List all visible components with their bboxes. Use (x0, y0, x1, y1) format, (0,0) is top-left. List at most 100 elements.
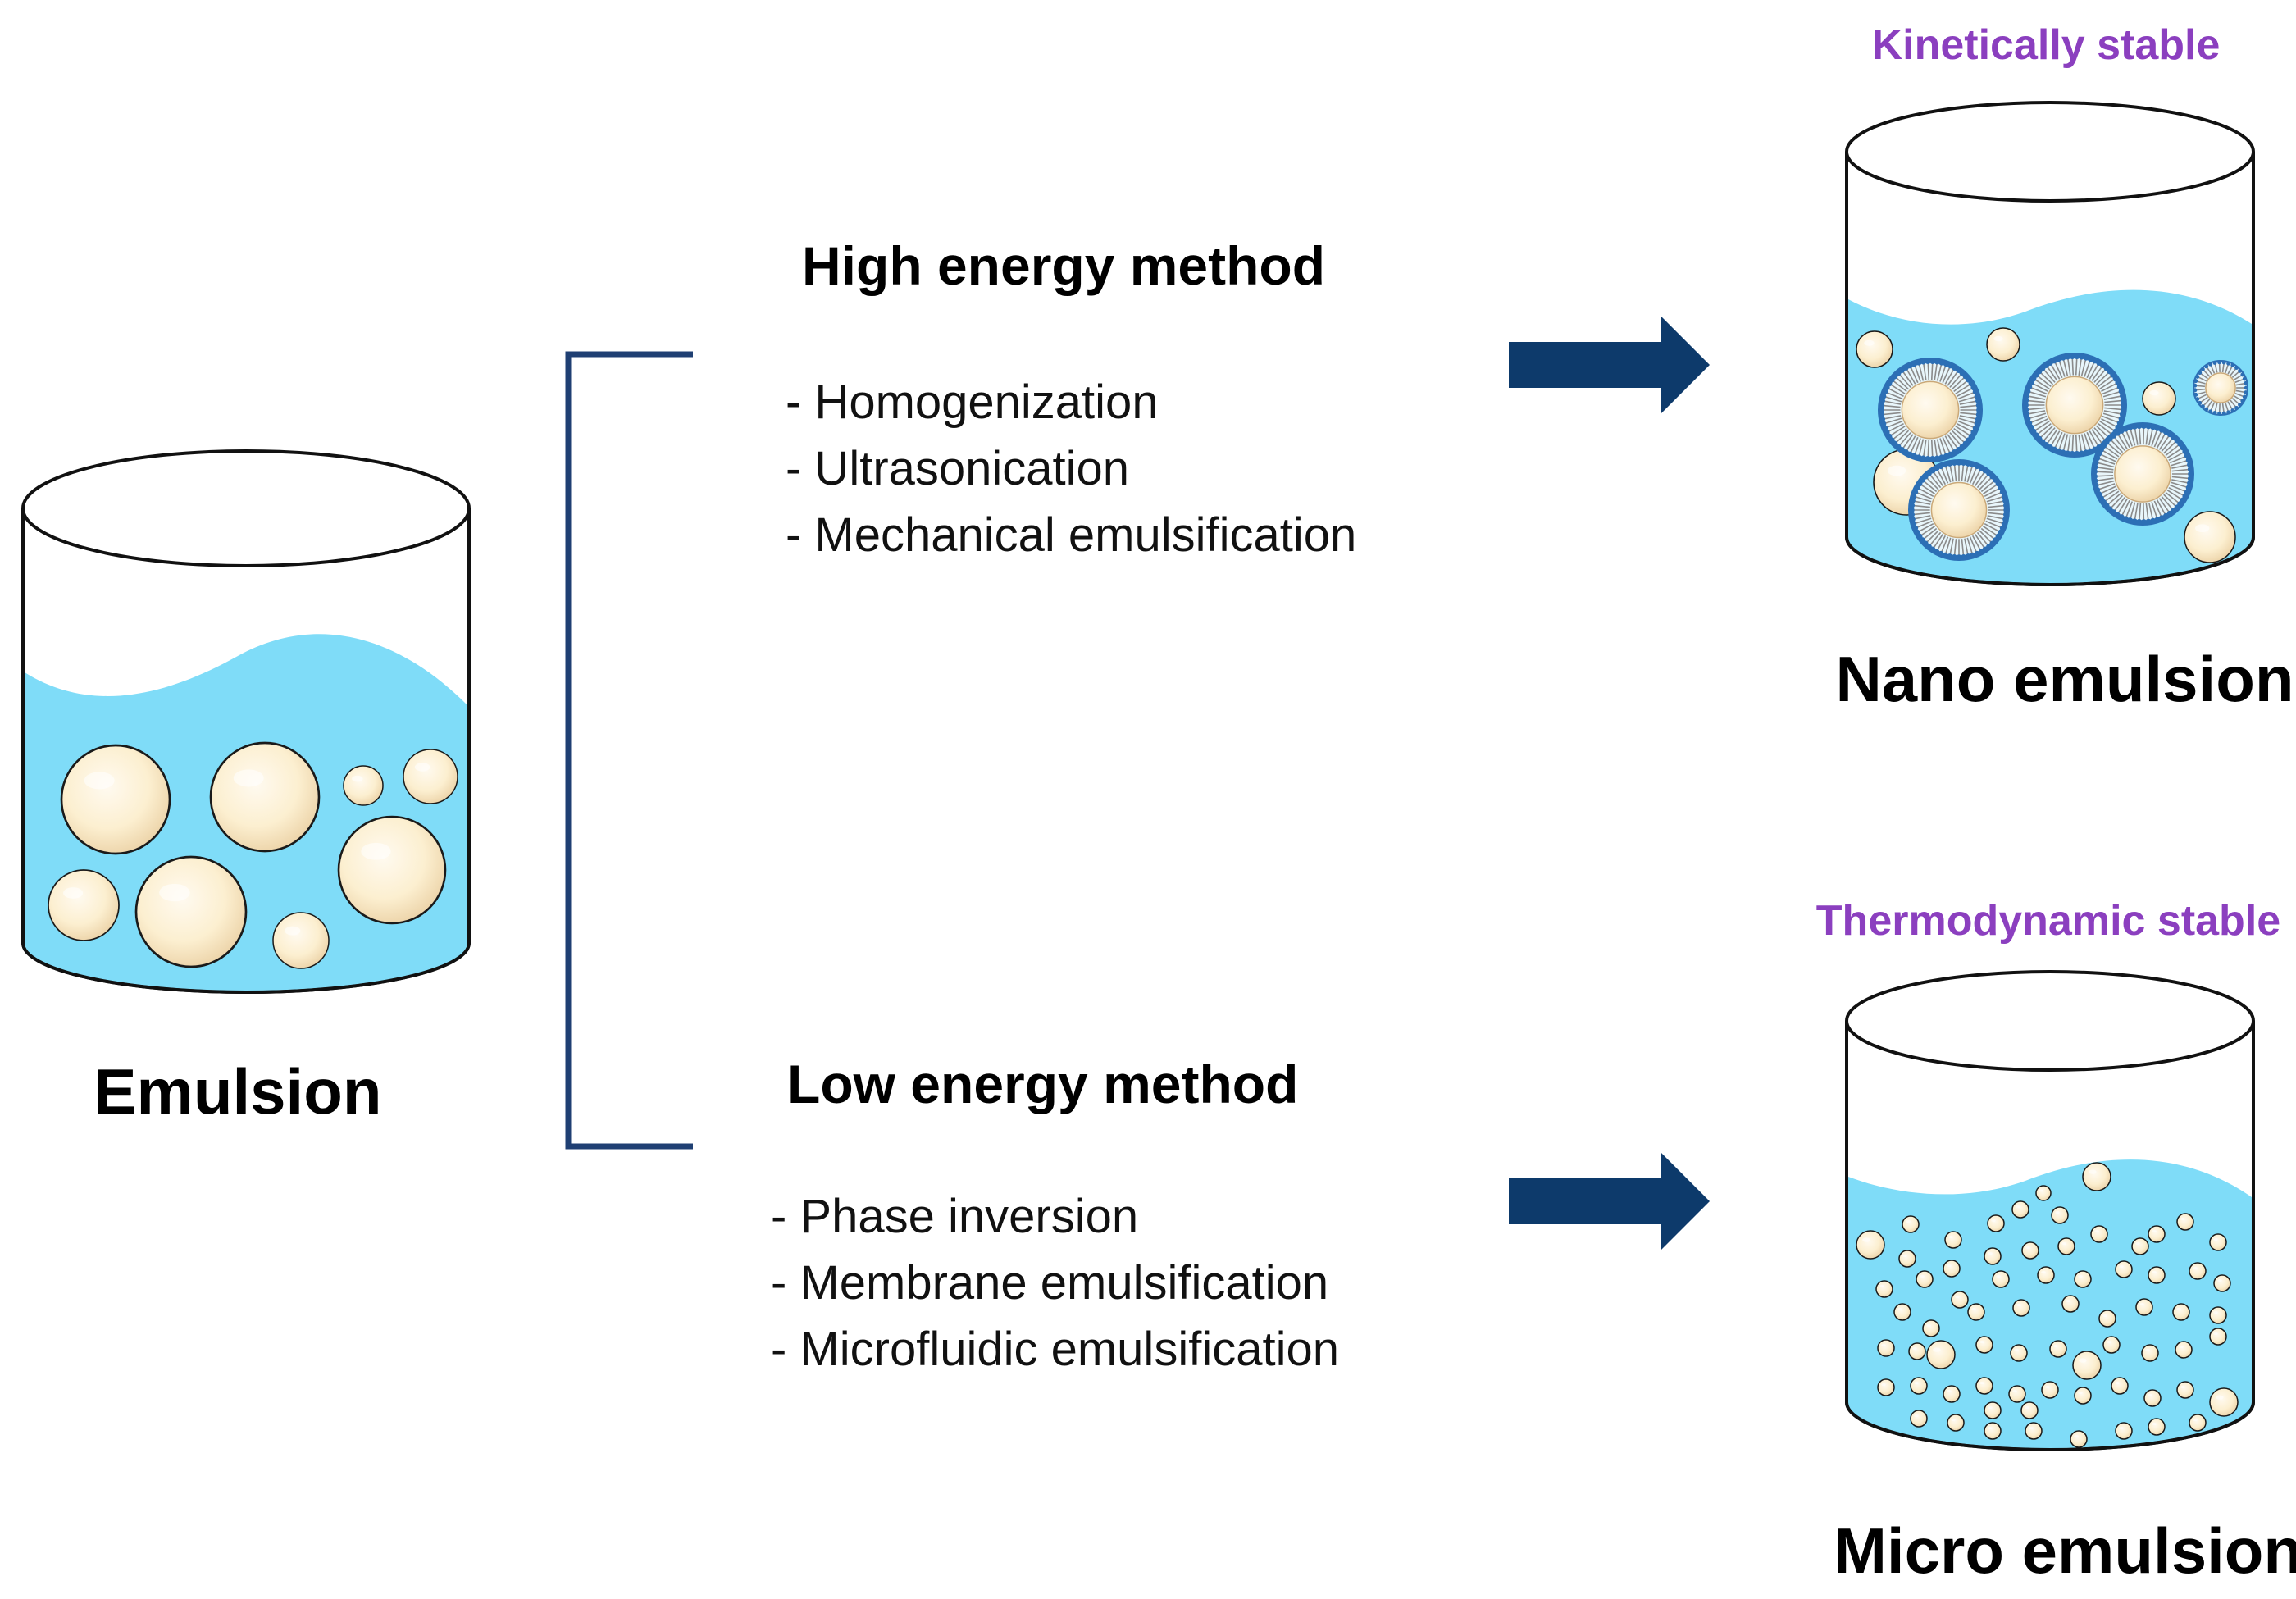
droplet (2176, 1381, 2194, 1399)
micro-water (1848, 1159, 2252, 1448)
surfactant-droplet (1878, 358, 1983, 462)
high-energy-title: High energy method (802, 235, 1325, 296)
droplet (1944, 1231, 1962, 1249)
droplet (2074, 1270, 2092, 1288)
droplet (2074, 1387, 2092, 1405)
low-energy-item: - Phase inversion (771, 1190, 1138, 1243)
droplet (1910, 1410, 1928, 1428)
droplet (2011, 1200, 2029, 1219)
droplet (2172, 1303, 2190, 1321)
droplet (1910, 1377, 1928, 1395)
micro-stability-label: Thermodynamic stable (1816, 897, 2280, 945)
droplet (1943, 1385, 1961, 1403)
droplet (2020, 1401, 2039, 1419)
droplet (2037, 1266, 2055, 1284)
high-energy-item: - Ultrasonication (786, 442, 1129, 495)
droplet (1987, 1214, 2005, 1232)
droplet (1856, 330, 1893, 368)
droplet (2008, 1385, 2026, 1403)
low-energy-title: Low energy method (787, 1054, 1298, 1114)
droplet (2057, 1237, 2075, 1255)
droplet (1898, 1250, 1916, 1268)
droplet (2010, 1344, 2028, 1362)
droplet (2082, 1162, 2112, 1191)
droplet (2021, 1241, 2039, 1260)
droplet (1967, 1303, 1985, 1321)
droplet (1877, 1339, 1895, 1357)
droplet (1902, 1215, 1920, 1233)
droplet (2035, 1185, 2052, 1201)
droplet (209, 741, 321, 853)
nano-beaker-rim (1845, 101, 2255, 203)
droplet (2148, 1225, 2166, 1243)
emulsion-beaker (21, 449, 471, 994)
droplet (2102, 1336, 2121, 1354)
emulsion-label: Emulsion (93, 1055, 381, 1128)
droplet (2115, 1422, 2133, 1440)
droplet (1877, 1378, 1895, 1396)
surfactant-droplet (2091, 422, 2194, 526)
droplet (2209, 1387, 2239, 1417)
droplet (2176, 1213, 2194, 1231)
droplet (1947, 1414, 1965, 1432)
micro-beaker-rim (1845, 970, 2255, 1072)
droplet (2025, 1422, 2043, 1440)
emulsion-droplets (48, 741, 458, 969)
droplet (2041, 1381, 2059, 1399)
droplet (2209, 1328, 2227, 1346)
droplet (60, 744, 171, 855)
droplet (2072, 1351, 2102, 1380)
droplet (2098, 1310, 2116, 1328)
surfactant-droplet (1908, 459, 2010, 561)
droplet (134, 855, 248, 968)
nano-emulsion-label: Nano emulsion (1835, 643, 2294, 715)
droplet (2049, 1340, 2067, 1358)
droplet (2051, 1206, 2069, 1224)
droplet (1951, 1291, 1969, 1309)
droplet (2175, 1341, 2193, 1359)
droplet (2148, 1418, 2166, 1436)
low-energy-group: Low energy method - Phase inversion - Me… (771, 1054, 1339, 1376)
micro-emulsion-label: Micro emulsion (1834, 1515, 2296, 1587)
high-energy-item: - Mechanical emulsification (786, 508, 1356, 562)
droplet (2070, 1430, 2088, 1448)
micro-emulsion-beaker (1845, 970, 2255, 1451)
droplet (2131, 1237, 2149, 1255)
droplet (1986, 327, 2020, 362)
nano-emulsion-beaker (1845, 101, 2255, 586)
droplet (1875, 1280, 1893, 1298)
droplet (272, 912, 330, 969)
droplet (1975, 1336, 1993, 1354)
droplet (1856, 1230, 1885, 1260)
droplet (2189, 1262, 2207, 1280)
arrow-right-icon (1509, 1152, 1710, 1250)
droplet (2090, 1225, 2108, 1243)
low-energy-item: - Microfluidic emulsification (771, 1323, 1339, 1376)
droplet (2141, 1344, 2159, 1362)
nano-droplets (1856, 327, 2248, 563)
method-bracket (565, 351, 693, 1150)
high-energy-group: High energy method - Homogenization - Ul… (786, 235, 1356, 562)
droplet (1922, 1319, 1940, 1337)
droplet (1943, 1260, 1961, 1278)
micro-droplets (1856, 1162, 2239, 1448)
droplet (1992, 1270, 2010, 1288)
droplet (2143, 1389, 2162, 1407)
droplet (1984, 1247, 2002, 1265)
droplet (1893, 1303, 1911, 1321)
droplet (343, 765, 384, 806)
droplet (2135, 1298, 2153, 1316)
droplet (2142, 381, 2176, 416)
high-energy-item: - Homogenization (786, 376, 1159, 429)
droplet (1926, 1340, 1956, 1369)
droplet (337, 815, 447, 925)
low-energy-item: - Membrane emulsification (771, 1256, 1328, 1310)
droplet (1975, 1377, 1993, 1395)
droplet (2213, 1274, 2231, 1292)
droplet (2189, 1414, 2207, 1432)
droplet (2184, 511, 2236, 563)
nano-stability-label: Kinetically stable (1872, 21, 2221, 69)
droplet (2012, 1299, 2030, 1317)
droplet (2209, 1306, 2227, 1324)
